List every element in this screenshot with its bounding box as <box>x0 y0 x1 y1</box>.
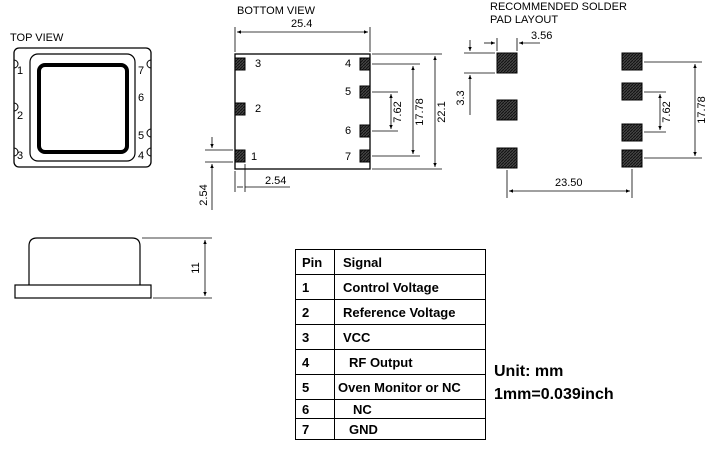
top-pin-6: 6 <box>138 92 145 104</box>
table-header-row: Pin Signal <box>295 249 486 275</box>
table-cell-pin: 7 <box>295 418 335 440</box>
side-view-body <box>28 237 141 285</box>
top-view-lid-inner <box>37 63 129 154</box>
solder-pad <box>496 147 518 169</box>
table-row: 5 Oven Monitor or NC <box>295 374 486 400</box>
table-cell-signal: NC <box>334 399 486 419</box>
dim-pad-outer-spacing: 17.78 <box>696 96 708 124</box>
bottom-pin-5: 5 <box>345 86 352 98</box>
solder-layout-title-line1: RECOMMENDED SOLDER <box>490 1 627 13</box>
top-notch <box>13 59 19 69</box>
bottom-pin-2: 2 <box>255 103 262 115</box>
dim-pin-spacing: 2.54 <box>198 184 210 205</box>
bottom-pad-2 <box>234 102 246 116</box>
dim-pad-width: 3.56 <box>531 30 553 42</box>
table-cell-pin: 5 <box>295 374 335 400</box>
bottom-pin-4: 4 <box>345 58 352 70</box>
bottom-pin-3: 3 <box>255 58 262 70</box>
dim-body-width: 25.4 <box>291 18 313 30</box>
table-row: 4 RF Output <box>295 349 486 375</box>
dim-pad-inner-spacing: 7.62 <box>661 101 673 122</box>
dim-pin-offset: 2.54 <box>265 175 287 187</box>
table-header-signal: Signal <box>334 249 486 275</box>
top-notch <box>146 59 152 69</box>
dim-pad-height: 3.3 <box>455 90 467 105</box>
bottom-pad-5 <box>359 85 371 99</box>
pin-table: Pin Signal 1 Control Voltage 2 Reference… <box>295 249 486 440</box>
table-cell-pin: 3 <box>295 324 335 350</box>
solder-pad <box>621 149 643 168</box>
bottom-pad-3 <box>234 57 246 71</box>
top-notch <box>13 102 19 112</box>
bottom-pad-6 <box>359 124 371 138</box>
bottom-pad-7 <box>359 149 371 163</box>
side-view-base <box>14 284 152 299</box>
bottom-pad-4 <box>359 57 371 71</box>
top-pin-3: 3 <box>17 150 24 162</box>
solder-pad-layout <box>464 38 702 198</box>
top-notch <box>146 128 152 138</box>
bottom-pin-1: 1 <box>251 151 258 163</box>
table-cell-pin: 1 <box>295 274 335 300</box>
solder-pad <box>496 52 518 74</box>
top-pin-4: 4 <box>138 150 145 162</box>
top-notch <box>13 147 19 157</box>
top-view-drawing <box>13 47 152 168</box>
dim-side-height: 11 <box>190 262 202 273</box>
solder-layout-title-line2: PAD LAYOUT <box>490 14 559 26</box>
table-header-pin: Pin <box>295 249 335 275</box>
table-row: 6 NC <box>295 399 486 419</box>
bottom-view-title: BOTTOM VIEW <box>237 5 316 17</box>
table-cell-signal: Oven Monitor or NC <box>334 374 486 400</box>
table-row: 2 Reference Voltage <box>295 299 486 325</box>
dim-outer-spacing: 17.78 <box>414 98 426 126</box>
side-view-drawing <box>14 237 212 299</box>
solder-pad <box>621 82 643 101</box>
table-cell-signal: RF Output <box>334 349 486 375</box>
dim-pad-span: 23.50 <box>555 177 583 189</box>
table-cell-pin: 4 <box>295 349 335 375</box>
table-cell-signal: VCC <box>334 324 486 350</box>
table-cell-signal: Reference Voltage <box>334 299 486 325</box>
solder-pad <box>496 99 518 121</box>
table-cell-signal: GND <box>334 418 486 440</box>
solder-pad <box>621 123 643 142</box>
unit-label: Unit: mm <box>494 363 564 380</box>
bottom-pin-7: 7 <box>345 151 352 163</box>
table-cell-pin: 6 <box>295 399 335 419</box>
top-notch <box>146 147 152 157</box>
dim-inner-spacing: 7.62 <box>392 101 404 122</box>
solder-pad <box>621 52 643 71</box>
table-row: 3 VCC <box>295 324 486 350</box>
top-pin-5: 5 <box>138 130 145 142</box>
top-pin-2: 2 <box>17 110 24 122</box>
table-cell-signal: Control Voltage <box>334 274 486 300</box>
top-view-title: TOP VIEW <box>10 32 64 44</box>
dim-body-height: 22.1 <box>436 101 448 122</box>
top-pin-1: 1 <box>17 65 24 77</box>
bottom-pin-6: 6 <box>345 125 352 137</box>
unit-conversion: 1mm=0.039inch <box>494 386 614 403</box>
table-row: 7 GND <box>295 418 486 440</box>
table-row: 1 Control Voltage <box>295 274 486 300</box>
table-cell-pin: 2 <box>295 299 335 325</box>
bottom-pad-1 <box>234 149 246 163</box>
bottom-view-drawing <box>205 27 442 210</box>
top-pin-7: 7 <box>138 65 145 77</box>
